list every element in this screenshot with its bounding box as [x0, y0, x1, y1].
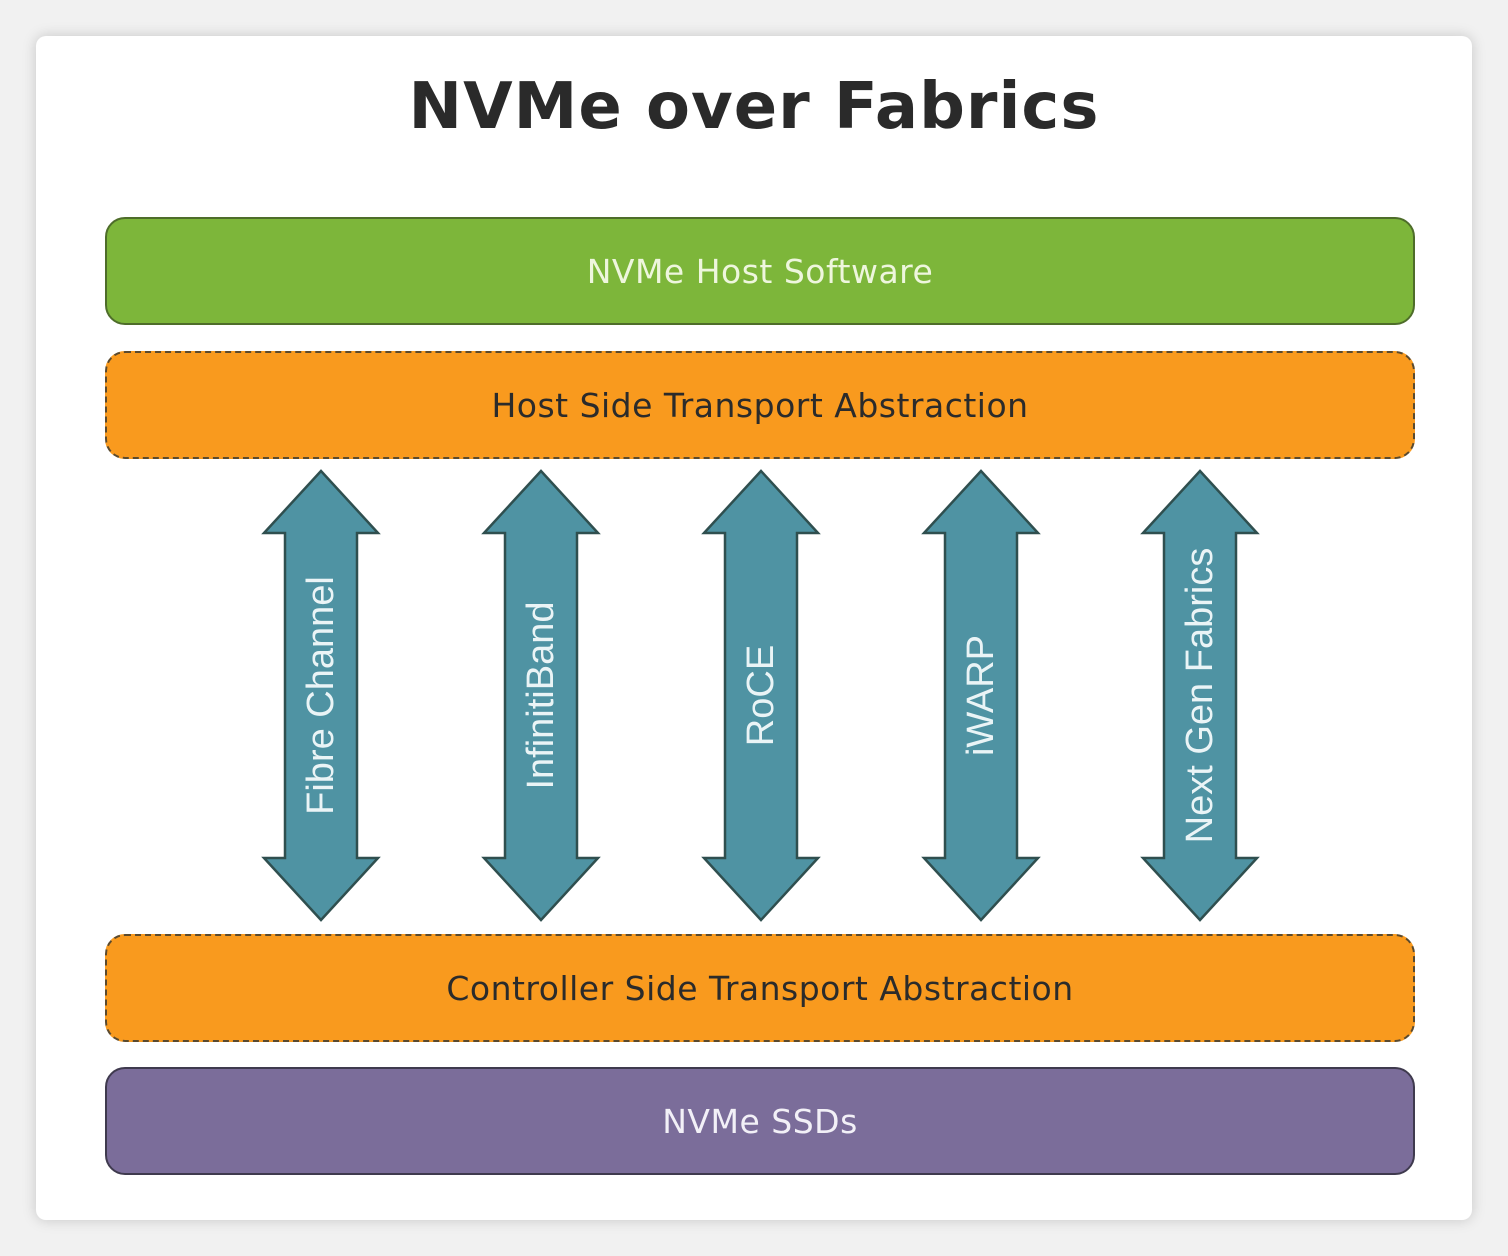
layer-host-software: NVMe Host Software: [105, 217, 1415, 325]
diagram-card: [36, 36, 1472, 1220]
diagram-title: NVMe over Fabrics: [408, 70, 1100, 144]
layer-host-transport-label: Host Side Transport Abstraction: [491, 385, 1029, 425]
layer-nvme-ssds: NVMe SSDs: [105, 1067, 1415, 1175]
layer-nvme-ssds-label: NVMe SSDs: [662, 1101, 858, 1141]
layer-host-software-label: NVMe Host Software: [586, 251, 934, 291]
layer-host-transport: Host Side Transport Abstraction: [105, 351, 1415, 459]
layer-controller-transport-label: Controller Side Transport Abstraction: [446, 968, 1074, 1008]
layer-controller-transport: Controller Side Transport Abstraction: [105, 934, 1415, 1042]
